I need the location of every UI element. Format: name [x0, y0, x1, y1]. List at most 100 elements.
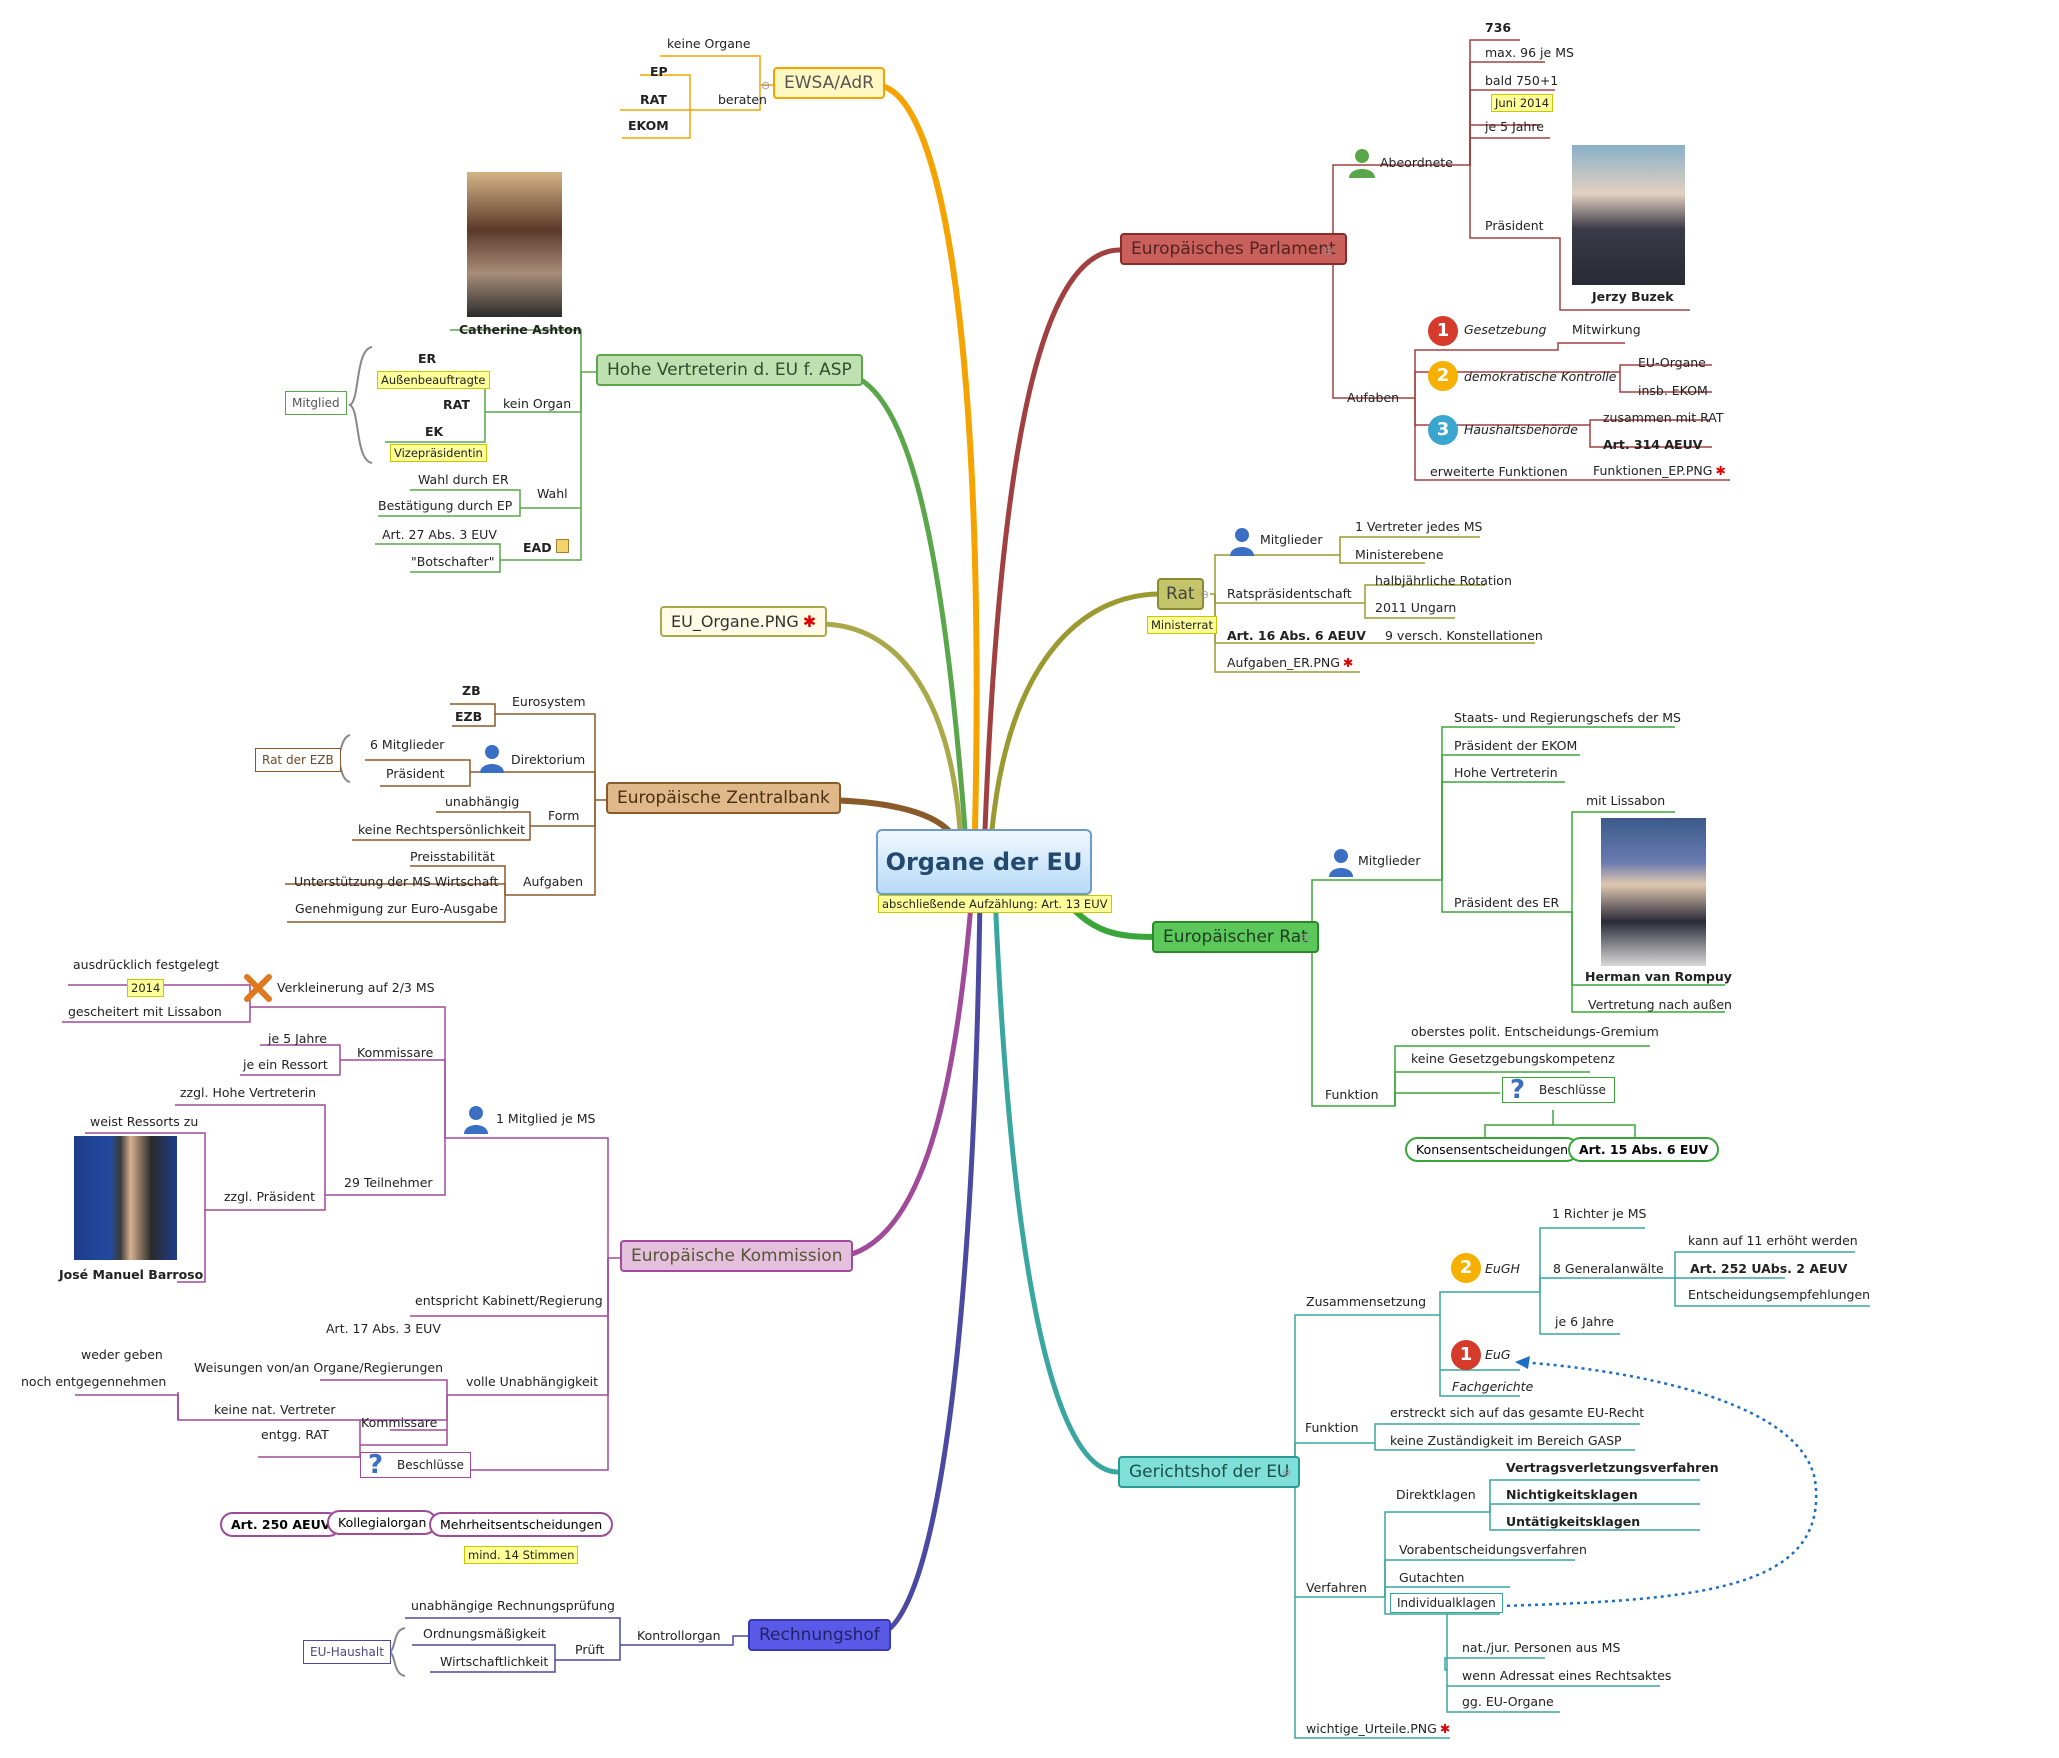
- ep-praesident: Präsident: [1485, 218, 1544, 233]
- ezb-ezb: EZB: [455, 709, 483, 724]
- central-title: Organe der EU: [885, 848, 1083, 876]
- er-hohe-vertreterin: Hohe Vertreterin: [1454, 765, 1558, 780]
- ep-funktionen-png[interactable]: Funktionen_EP.PNG✱: [1593, 463, 1726, 479]
- image-label: EU_Organe.PNG: [671, 612, 799, 631]
- branch-ezb[interactable]: Europäische Zentralbank: [606, 782, 841, 814]
- hv-ead: EAD: [523, 540, 552, 555]
- hv-wahl: Wahl: [537, 486, 568, 501]
- branch-rechnungshof[interactable]: Rechnungshof: [748, 1619, 891, 1651]
- er-beschluesse-label: Beschlüsse: [1539, 1083, 1606, 1097]
- cross-icon: [243, 973, 273, 1003]
- kom-volle: volle Unabhängigkeit: [466, 1374, 599, 1389]
- ep-demokratische-kontrolle: demokratische Kontrolle: [1464, 369, 1617, 384]
- gh-untaetigkeitsklagen: Untätigkeitsklagen: [1506, 1514, 1641, 1529]
- rat-aufgaben-png[interactable]: Aufgaben_ER.PNG✱: [1227, 655, 1353, 671]
- gh-gg-eu-organe: gg. EU-Organe: [1462, 1694, 1554, 1709]
- branch-rat[interactable]: Rat: [1157, 578, 1204, 610]
- gh-keine-zustaendigkeit: keine Zuständigkeit im Bereich GASP: [1390, 1433, 1622, 1448]
- branch-europaeischer-rat[interactable]: Europäischer Rat: [1152, 921, 1319, 953]
- collapse-toggle[interactable]: ⊖: [1324, 244, 1334, 257]
- ezb-praesident: Präsident: [386, 766, 445, 781]
- gh-eugh: EuGH: [1485, 1261, 1520, 1276]
- priority-1-icon: 1: [1428, 316, 1458, 346]
- er-funktion: Funktion: [1325, 1087, 1379, 1102]
- ewsa-keine-organe: keine Organe: [667, 36, 751, 51]
- kom-1-mitglied: 1 Mitglied je MS: [496, 1111, 596, 1126]
- gh-art252: Art. 252 UAbs. 2 AEUV: [1690, 1261, 1848, 1276]
- priority-3-icon: 3: [1428, 415, 1458, 445]
- gh-nat-jur: nat./jur. Personen aus MS: [1462, 1640, 1621, 1655]
- hv-person-name: Catherine Ashton: [459, 322, 582, 337]
- kom-weist-ressorts: weist Ressorts zu: [90, 1114, 199, 1129]
- branch-kommission[interactable]: Europäische Kommission: [620, 1240, 854, 1272]
- rat-ministerebene: Ministerebene: [1355, 547, 1444, 562]
- collapse-toggle[interactable]: ⊖: [1300, 931, 1310, 944]
- ep-insb-ekom: insb. EKOM: [1638, 383, 1708, 398]
- kom-mind14: mind. 14 Stimmen: [464, 1546, 579, 1564]
- hv-mitglied-box: Mitglied: [285, 391, 347, 415]
- gh-wichtige-urteile[interactable]: wichtige_Urteile.PNG✱: [1306, 1721, 1450, 1737]
- kom-je5: je 5 Jahre: [268, 1031, 327, 1046]
- kom-ressort: je ein Ressort: [243, 1057, 328, 1072]
- person-icon: [462, 1104, 490, 1134]
- branch-hohe-vertreterin[interactable]: Hohe Vertreterin d. EU f. ASP: [596, 354, 863, 386]
- gh-erstreckt: erstreckt sich auf das gesamte EU-Recht: [1390, 1405, 1645, 1420]
- collapse-toggle[interactable]: ⊖: [761, 79, 771, 92]
- ep-erweiterte: erweiterte Funktionen: [1430, 464, 1568, 479]
- attachment-icon: ✱: [1342, 655, 1354, 670]
- priority-2-icon: 2: [1428, 361, 1458, 391]
- person-icon: [1347, 146, 1377, 178]
- gh-vertragsverletzung: Vertragsverletzungsverfahren: [1506, 1460, 1719, 1475]
- kom-art250: Art. 250 AEUV: [220, 1512, 342, 1537]
- kom-keine-vertreter: keine nat. Vertreter: [214, 1402, 336, 1417]
- kom-zzgl-praesident: zzgl. Präsident: [224, 1189, 316, 1204]
- ep-736: 736: [1485, 20, 1512, 35]
- ezb-preisstabilitaet: Preisstabilität: [410, 849, 495, 864]
- er-beschluesse[interactable]: Beschlüsse: [1502, 1077, 1615, 1103]
- er-art15: Art. 15 Abs. 6 EUV: [1568, 1137, 1720, 1162]
- branch-parlament[interactable]: Europäisches Parlament: [1120, 233, 1347, 265]
- ep-aufgaben: Aufaben: [1347, 390, 1400, 405]
- ewsa-rat: RAT: [640, 92, 667, 107]
- kom-verkleinerung: Verkleinerung auf 2/3 MS: [277, 980, 435, 995]
- gh-eug: EuG: [1485, 1347, 1511, 1362]
- ezb-6-mitglieder: 6 Mitglieder: [370, 737, 445, 752]
- kom-mehrheit: Mehrheitsentscheidungen: [429, 1512, 614, 1537]
- person-icon: [478, 743, 506, 773]
- buzek-photo: [1572, 145, 1685, 285]
- rat-ungarn: 2011 Ungarn: [1375, 600, 1457, 615]
- ezb-direktorium: Direktorium: [511, 752, 586, 767]
- ezb-rat-box: Rat der EZB: [255, 748, 341, 772]
- collapse-toggle[interactable]: ⊖: [1282, 1466, 1292, 1479]
- attachment-icon: ✱: [1439, 1721, 1451, 1736]
- hv-wahl-er: Wahl durch ER: [418, 472, 509, 487]
- gh-individualklagen[interactable]: Individualklagen: [1390, 1593, 1503, 1613]
- branch-ewsa[interactable]: EWSA/AdR: [773, 67, 885, 99]
- branch-eu-organe-image[interactable]: EU_Organe.PNG✱: [660, 606, 828, 637]
- ep-je5: je 5 Jahre: [1485, 119, 1544, 134]
- kom-2014: 2014: [127, 979, 165, 997]
- catherine-ashton-photo: [467, 172, 562, 317]
- kom-art17: Art. 17 Abs. 3 EUV: [326, 1321, 441, 1336]
- ep-mitwirkung: Mitwirkung: [1572, 322, 1641, 337]
- hv-vizepraesidentin: Vizepräsidentin: [390, 444, 487, 462]
- kom-kollegialorgan: Kollegialorgan: [327, 1510, 438, 1535]
- collapse-toggle[interactable]: ⊖: [1200, 588, 1210, 601]
- kom-beschluesse[interactable]: Beschlüsse: [360, 1452, 471, 1478]
- kom-ausdruecklich: ausdrücklich festgelegt: [73, 957, 220, 972]
- branch-gerichtshof[interactable]: Gerichtshof der EU: [1118, 1456, 1301, 1488]
- rat-mitglieder: Mitglieder: [1260, 532, 1323, 547]
- kom-kommissare-2: Kommissare: [361, 1415, 438, 1430]
- priority-2-icon: 2: [1451, 1253, 1481, 1283]
- rat-ratspraesidentschaft: Ratspräsidentschaft: [1227, 586, 1352, 601]
- kom-29-teilnehmer: 29 Teilnehmer: [344, 1175, 433, 1190]
- er-mit-lissabon: mit Lissabon: [1586, 793, 1666, 808]
- kom-entgg: entgg. RAT: [261, 1427, 329, 1442]
- rh-wirtschaftlichkeit: Wirtschaftlichkeit: [440, 1654, 549, 1669]
- rh-haushalt-box: EU-Haushalt: [303, 1640, 391, 1664]
- hv-art27: Art. 27 Abs. 3 EUV: [382, 527, 497, 542]
- central-topic[interactable]: Organe der EU: [876, 829, 1092, 895]
- person-icon: [1228, 526, 1256, 556]
- ep-abgeordnete: Abeordnete: [1380, 155, 1453, 170]
- hv-botschafter: "Botschafter": [411, 554, 495, 569]
